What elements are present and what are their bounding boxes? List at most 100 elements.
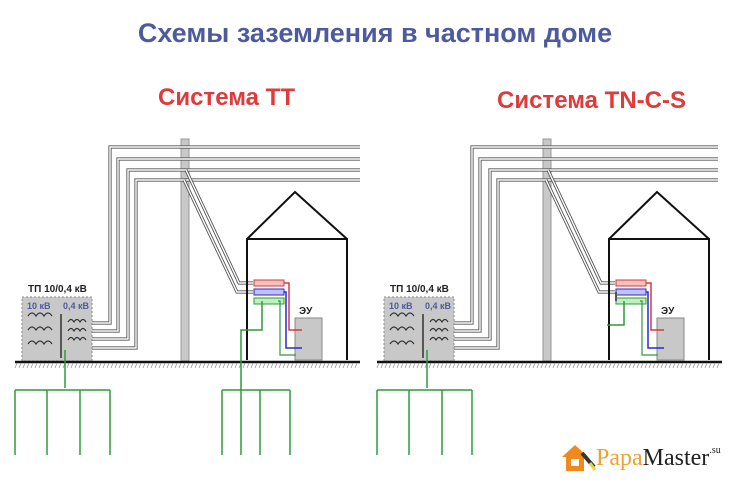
system-tncs-title: Система TN-C-S <box>497 87 686 114</box>
house-ground-conductor <box>240 301 263 390</box>
lv-label: 0,4 кВ <box>425 301 452 311</box>
ground-hatch <box>298 362 302 369</box>
ground-hatch <box>480 362 484 369</box>
ground-hatch <box>444 362 448 369</box>
ground-hatch <box>250 362 254 369</box>
ground-hatch <box>436 362 440 369</box>
ground-hatch <box>246 362 250 369</box>
ground-hatch <box>500 362 504 369</box>
service-drop-wire <box>184 169 253 285</box>
service-drop-wire-core <box>185 169 253 284</box>
overhead-wire-core <box>454 158 718 332</box>
ground-hatch <box>552 362 556 369</box>
ground-hatch <box>334 362 338 369</box>
ground-hatch <box>186 362 190 369</box>
overhead-wire <box>92 157 360 333</box>
ground-hatch <box>350 362 354 369</box>
ground-hatch <box>448 362 452 369</box>
ground-hatch <box>388 362 392 369</box>
ground-hatch <box>376 362 380 369</box>
ground-hatch <box>528 362 532 369</box>
ground-hatch <box>708 362 712 369</box>
hv-coil <box>27 312 53 318</box>
ground-hatch <box>636 362 640 369</box>
ground-hatch <box>596 362 600 369</box>
ground-hatch <box>98 362 102 369</box>
ground-hatch <box>404 362 408 369</box>
ground-hatch <box>138 362 142 369</box>
ground-hatch <box>476 362 480 369</box>
load-label: ЭУ <box>299 306 313 317</box>
hv-coil <box>389 326 415 332</box>
ground-hatch <box>556 362 560 369</box>
ground-hatch <box>118 362 122 369</box>
neutral-bus <box>253 288 285 296</box>
ground-hatch <box>568 362 572 369</box>
ground-hatch <box>588 362 592 369</box>
ground-hatch <box>146 362 150 369</box>
overhead-wire-core <box>454 179 718 349</box>
ground-hatch <box>576 362 580 369</box>
ground-hatch <box>270 362 274 369</box>
hv-coil <box>389 312 415 318</box>
ground-hatch <box>134 362 138 369</box>
ground-hatch <box>318 362 322 369</box>
lv-coil <box>67 336 87 342</box>
ground-hatch <box>194 362 198 369</box>
overhead-wire-core <box>92 158 360 332</box>
phase-wire <box>646 282 664 331</box>
pe-wire <box>640 300 658 356</box>
lv-label: 0,4 кВ <box>63 301 90 311</box>
ground-hatch <box>504 362 508 369</box>
ground-hatch <box>464 362 468 369</box>
ground-hatch <box>154 362 158 369</box>
ground-hatch <box>126 362 130 369</box>
ground-hatch <box>330 362 334 369</box>
ground-hatch <box>660 362 664 369</box>
ground-hatch <box>628 362 632 369</box>
ground-hatch <box>600 362 604 369</box>
ground-hatch <box>182 362 186 369</box>
ground-hatch <box>468 362 472 369</box>
hv-coil <box>27 326 53 332</box>
ground-hatch <box>452 362 456 369</box>
ground-hatch <box>520 362 524 369</box>
ground-hatch <box>294 362 298 369</box>
ground-hatch <box>190 362 194 369</box>
ground-hatch <box>354 362 358 369</box>
ground-hatch <box>536 362 540 369</box>
overhead-wire-core <box>454 146 718 324</box>
ground-hatch <box>652 362 656 369</box>
ground-hatch <box>380 362 384 369</box>
ground-hatch <box>106 362 110 369</box>
lv-coil <box>429 318 449 324</box>
ground-hatch <box>532 362 536 369</box>
neutral-wire <box>646 291 664 349</box>
ground-hatch <box>50 362 54 369</box>
ground-hatch <box>74 362 78 369</box>
overhead-wire-core <box>92 146 360 324</box>
ground-hatch <box>456 362 460 369</box>
ground-hatch <box>440 362 444 369</box>
neutral-wire <box>284 291 302 349</box>
ground-hatch <box>282 362 286 369</box>
ground-hatch <box>342 362 346 369</box>
ground-hatch <box>170 362 174 369</box>
ground-hatch <box>640 362 644 369</box>
ground-hatch <box>696 362 700 369</box>
logo-text: PapaMaster.su <box>596 444 721 471</box>
substation-label: ТП 10/0,4 кВ <box>28 284 87 295</box>
ground-hatch <box>178 362 182 369</box>
ground-hatch <box>400 362 404 369</box>
ground-hatch <box>704 362 708 369</box>
overhead-wire <box>454 145 718 325</box>
ground-hatch <box>46 362 50 369</box>
ground-hatch <box>604 362 608 369</box>
ground-hatch <box>524 362 528 369</box>
ground-hatch <box>306 362 310 369</box>
ground-hatch <box>302 362 306 369</box>
ground-hatch <box>322 362 326 369</box>
service-drop-wire <box>546 169 615 285</box>
phase-bus <box>615 279 647 287</box>
